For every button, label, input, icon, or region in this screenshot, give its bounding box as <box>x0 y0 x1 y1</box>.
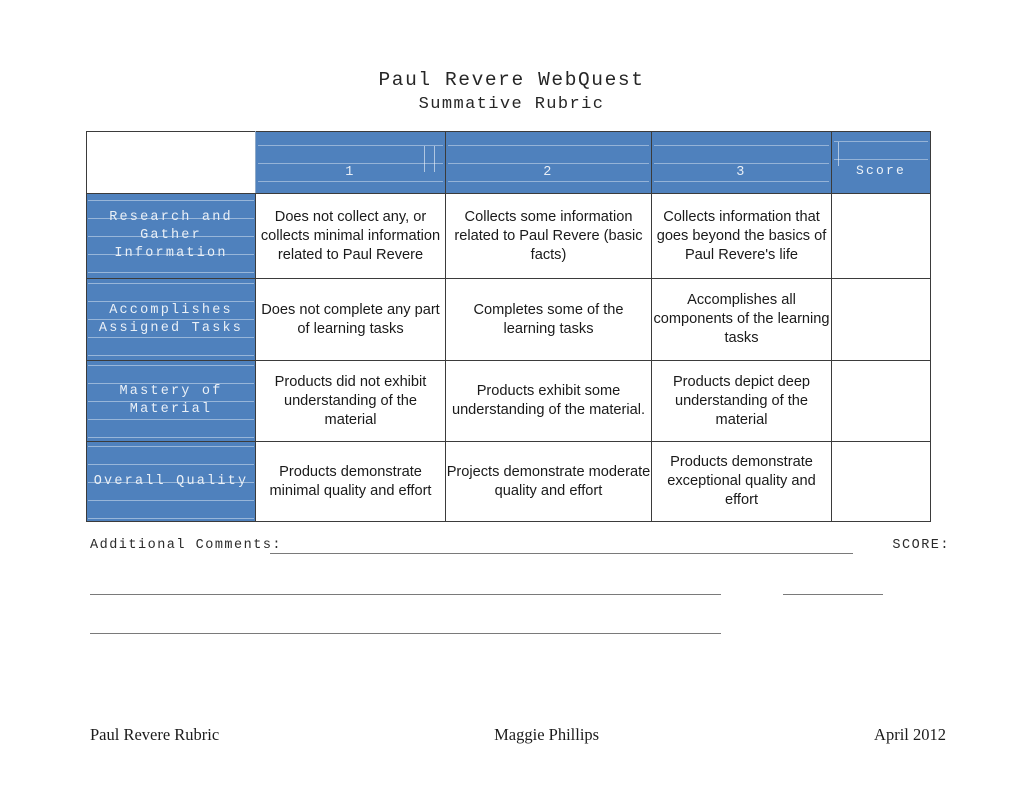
cell-r4-level3: Products demonstrate exceptional quality… <box>651 441 832 522</box>
header-label-2: 2 <box>543 164 554 180</box>
header-label-score: Score <box>855 162 906 178</box>
criterion-cell-2: Accomplishes Assigned Tasks <box>86 278 256 361</box>
header-level-3: 3 <box>651 131 832 194</box>
page-footer: Paul Revere Rubric Maggie Phillips April… <box>90 725 946 745</box>
cell-r1-level2: Collects some information related to Pau… <box>445 193 652 279</box>
footer-center: Maggie Phillips <box>494 725 600 744</box>
criterion-cell-4: Overall Quality <box>86 441 256 522</box>
score-total-label: SCORE: <box>892 538 950 553</box>
table-row: Mastery of Material Products did not exh… <box>86 360 931 442</box>
header-level-2: 2 <box>445 131 652 194</box>
cell-r2-level2: Completes some of the learning tasks <box>445 278 652 361</box>
header-level-1: 1 <box>255 131 446 194</box>
cell-r1-level1: Does not collect any, or collects minima… <box>255 193 446 279</box>
ruled-lines <box>257 133 445 193</box>
criterion-label-1: Research and Gather Information <box>109 210 233 261</box>
score-cell-1[interactable] <box>831 193 931 279</box>
cell-r2-level3: Accomplishes all components of the learn… <box>651 278 832 361</box>
comments-write-line-2[interactable] <box>90 594 721 595</box>
additional-comments-label: Additional Comments: <box>90 538 283 553</box>
score-cell-4[interactable] <box>831 441 931 522</box>
header-label-1: 1 <box>345 164 356 180</box>
header-score: Score <box>831 131 931 194</box>
criterion-label-4: Overall Quality <box>93 473 249 489</box>
cell-r4-level1: Products demonstrate minimal quality and… <box>255 441 446 522</box>
comments-write-line-3[interactable] <box>90 633 721 634</box>
criterion-cell-3: Mastery of Material <box>86 360 256 442</box>
cell-r3-level3: Products depict deep understanding of th… <box>651 360 832 442</box>
tick-mark <box>838 142 839 166</box>
score-write-line[interactable] <box>783 594 883 595</box>
table-row: Overall Quality Products demonstrate min… <box>86 441 931 522</box>
tick-mark <box>424 146 425 172</box>
criterion-label-2: Accomplishes Assigned Tasks <box>98 302 244 336</box>
table-row: Accomplishes Assigned Tasks Does not com… <box>86 278 931 361</box>
tick-mark <box>434 146 435 172</box>
footer-right: April 2012 <box>874 725 946 744</box>
document-title: Paul Revere WebQuest <box>378 69 645 91</box>
cell-r4-level2: Projects demonstrate moderate quality an… <box>445 441 652 522</box>
header-label-3: 3 <box>736 164 747 180</box>
table-row: Research and Gather Information Does not… <box>86 193 931 279</box>
header-blank-cell <box>86 131 256 194</box>
score-cell-2[interactable] <box>831 278 931 361</box>
ruled-lines <box>447 133 651 193</box>
cell-r3-level2: Products exhibit some understanding of t… <box>445 360 652 442</box>
rubric-header-row: 1 2 3 <box>86 131 931 194</box>
footer-left: Paul Revere Rubric <box>90 725 220 744</box>
score-cell-3[interactable] <box>831 360 931 442</box>
cell-r1-level3: Collects information that goes beyond th… <box>651 193 832 279</box>
ruled-lines <box>653 133 831 193</box>
cell-r2-level1: Does not complete any part of learning t… <box>255 278 446 361</box>
rubric-table: 1 2 3 <box>86 131 931 522</box>
document-subtitle: Summative Rubric <box>418 95 605 114</box>
criterion-cell-1: Research and Gather Information <box>86 193 256 279</box>
criterion-label-3: Mastery of Material <box>119 384 223 417</box>
comments-write-line-1[interactable] <box>270 553 853 554</box>
cell-r3-level1: Products did not exhibit understanding o… <box>255 360 446 442</box>
